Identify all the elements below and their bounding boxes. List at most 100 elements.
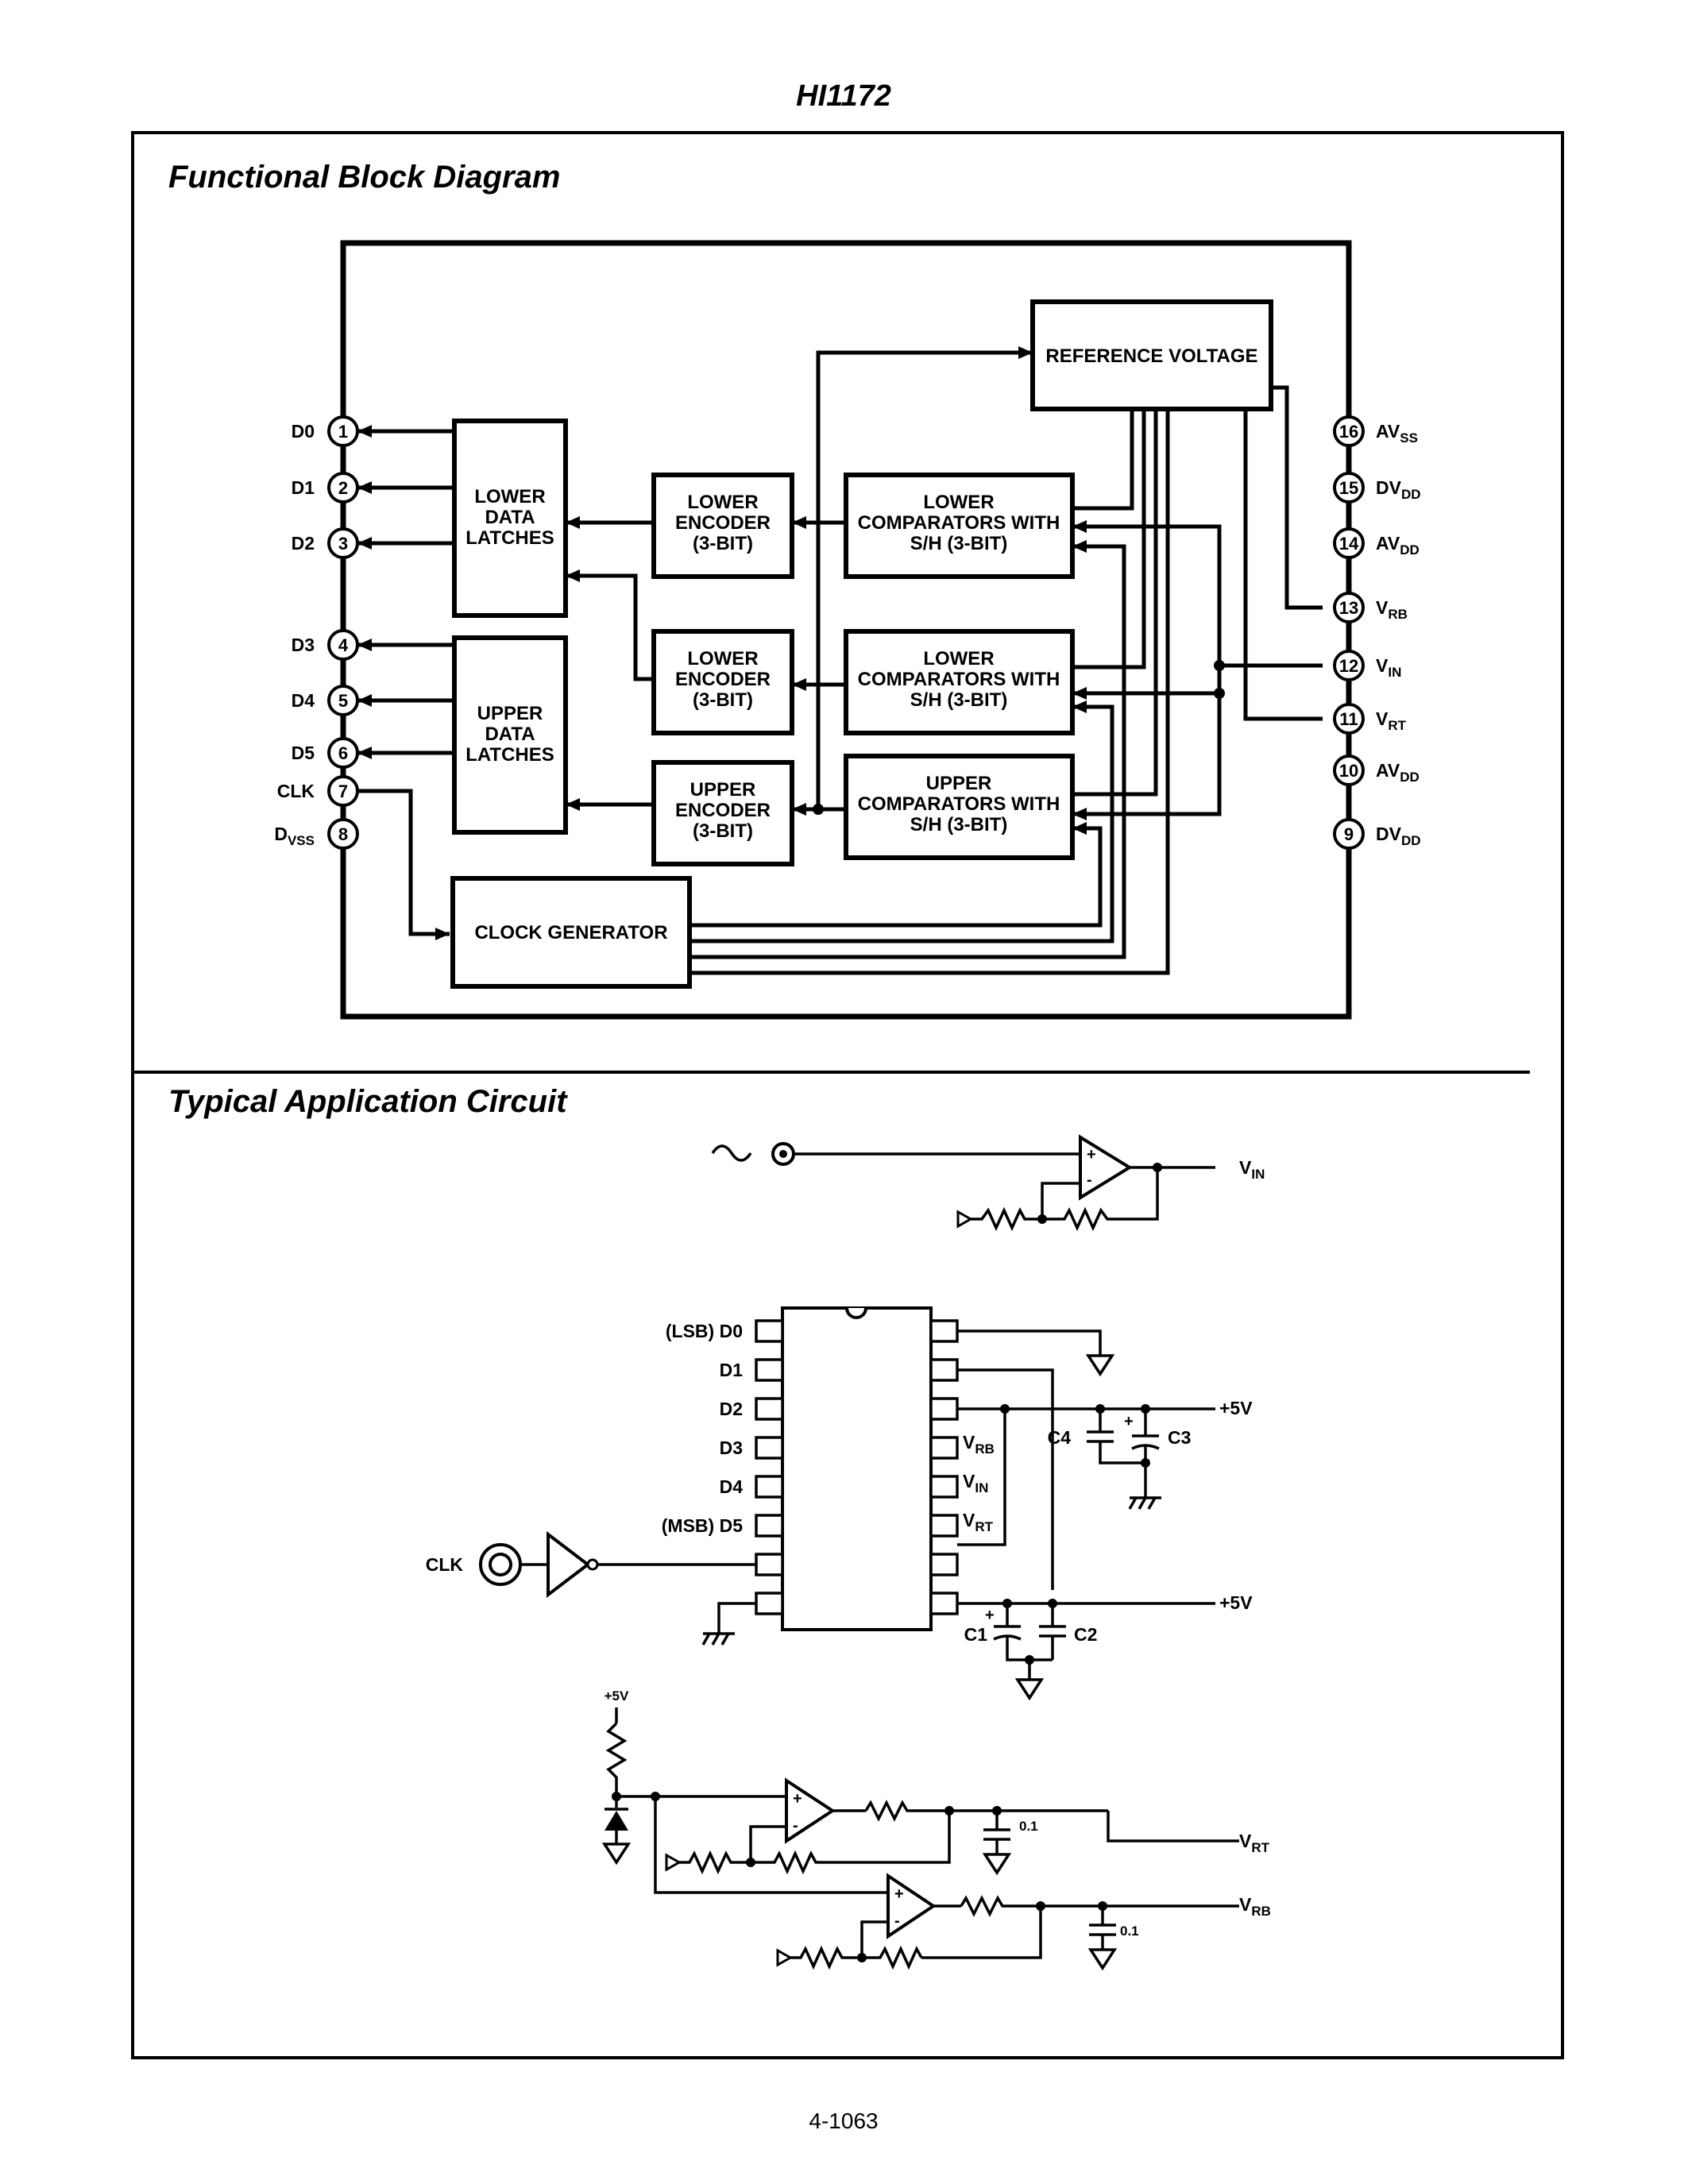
pin-number: 7: [338, 781, 348, 801]
pin-name: VRT: [1376, 708, 1407, 733]
pin-number: 1: [338, 422, 348, 442]
chip-label-vin: VIN: [963, 1471, 988, 1495]
ground-icon: [956, 1210, 974, 1229]
pin-name: DVDD: [1376, 824, 1421, 848]
ground-icon: [776, 1948, 794, 1967]
svg-text:+: +: [985, 1607, 995, 1624]
lower-comparators-2-block: LOWER COMPARATORS WITH S/H (3-BIT): [844, 629, 1075, 735]
upper-encoder-line-3: (3-BIT): [693, 820, 753, 842]
pin-name: DVDD: [1376, 477, 1421, 502]
block-diagram-wiring: [357, 350, 1349, 975]
vrb-output-label: VRB: [1239, 1894, 1271, 1919]
ground-icon: [1085, 1354, 1115, 1377]
lower-data-latches-line-3: LATCHES: [465, 527, 554, 549]
pin-number: 2: [338, 478, 348, 498]
vrt-opamp-icon: [785, 1777, 836, 1844]
cap-label-c3: C3: [1168, 1427, 1191, 1448]
ground-icon: [982, 1853, 1012, 1876]
lower-encoder-2-line-3: (3-BIT): [693, 689, 753, 711]
reference-voltage-label: REFERENCE VOLTAGE: [1045, 345, 1257, 367]
pin-name: AVSS: [1376, 421, 1418, 446]
lower-encoder-1-line-1: LOWER: [687, 492, 758, 513]
pin-14: 14 AVDD: [1333, 527, 1420, 559]
pin-12: 12 VIN: [1333, 650, 1401, 681]
right-pins: 16 AVSS 15 DVDD 14 AVDD 13 VRB 12 VIN 11…: [1333, 415, 1421, 850]
pin-number: 3: [338, 534, 348, 554]
page-title: HI1172: [796, 79, 891, 113]
upper-encoder-line-2: ENCODER: [675, 800, 771, 821]
pin-name: DVSS: [274, 824, 315, 848]
pin-1: 1 D0: [292, 415, 359, 447]
lower-comparators-1-line-1: LOWER: [923, 492, 994, 513]
upper-data-latches-block: UPPER DATA LATCHES: [452, 635, 568, 835]
clock-generator-label: CLOCK GENERATOR: [474, 922, 667, 943]
pin-number: 10: [1339, 761, 1358, 781]
lower-comparators-2-line-2: COMPARATORS WITH: [858, 669, 1060, 690]
opamp-plus-sign: +: [1087, 1146, 1096, 1163]
supply-label-top: +5V: [1219, 1398, 1253, 1418]
input-buffer-circuit: + - VIN: [711, 1134, 1265, 1232]
svg-text:+: +: [894, 1885, 904, 1903]
pin-name: D1: [292, 477, 315, 498]
upper-comparators-block: UPPER COMPARATORS WITH S/H (3-BIT): [844, 754, 1075, 860]
supply-label-bottom: +5V: [1219, 1592, 1253, 1613]
pin-name: CLK: [277, 781, 315, 801]
pin-name: AVDD: [1376, 760, 1420, 785]
upper-encoder-line-1: UPPER: [690, 779, 756, 801]
cap-label-c2: C2: [1074, 1624, 1097, 1645]
upper-data-latches-line-1: UPPER: [477, 703, 543, 724]
chip-label-d5: (MSB) D5: [662, 1515, 743, 1536]
pin-5: 5 D4: [292, 685, 359, 716]
ground-icon: [1087, 1948, 1118, 1971]
pin-3: 3 D2: [292, 527, 359, 559]
upper-comparators-line-3: S/H (3-BIT): [910, 814, 1008, 835]
pin-10: 10 AVDD: [1333, 754, 1420, 786]
chip-wiring: +5V + C4 C3 +5V + C1: [426, 1329, 1253, 1701]
chip-label-d2: D2: [720, 1399, 743, 1419]
adc-ic-package: (LSB) D0 D1 D2 D3 D4 (MSB) D5 VRB VIN VR…: [662, 1306, 995, 1631]
pin-number: 9: [1344, 824, 1354, 844]
lower-encoder-1-block: LOWER ENCODER (3-BIT): [651, 473, 794, 579]
lower-comparators-2-line-3: S/H (3-BIT): [910, 689, 1008, 711]
chip-label-vrt: VRT: [963, 1510, 994, 1534]
vin-output-label: VIN: [1239, 1157, 1265, 1182]
pin-number: 8: [338, 824, 348, 844]
pin-name: VIN: [1376, 655, 1401, 680]
clock-generator-block: CLOCK GENERATOR: [450, 876, 692, 989]
application-circuit-heading: Typical Application Circuit: [168, 1084, 568, 1119]
cap-label-c4: C4: [1048, 1427, 1072, 1448]
lower-encoder-2-block: LOWER ENCODER (3-BIT): [651, 629, 794, 735]
pin-15: 15 DVDD: [1333, 472, 1421, 504]
pin-number: 12: [1339, 656, 1358, 676]
svg-text:-: -: [793, 1817, 798, 1835]
reference-voltage-block: REFERENCE VOLTAGE: [1030, 299, 1273, 411]
chip-label-vrb: VRB: [963, 1432, 995, 1457]
ac-source-icon: [711, 1144, 752, 1162]
pin-number: 13: [1339, 598, 1358, 618]
upper-encoder-block: UPPER ENCODER (3-BIT): [651, 760, 794, 866]
pin-number: 16: [1339, 422, 1358, 442]
lower-comparators-2-line-1: LOWER: [923, 648, 994, 669]
upper-comparators-line-2: COMPARATORS WITH: [858, 793, 1060, 815]
lower-encoder-1-line-3: (3-BIT): [693, 533, 753, 554]
lower-comparators-1-line-3: S/H (3-BIT): [910, 533, 1008, 554]
pin-6: 6 D5: [292, 737, 359, 769]
pin-number: 5: [338, 691, 348, 711]
pin-name: D0: [292, 421, 315, 442]
ground-icon: [601, 1843, 632, 1866]
chip-label-d0: (LSB) D0: [666, 1321, 743, 1341]
pin-name: D4: [292, 690, 315, 711]
upper-data-latches-line-3: LATCHES: [465, 744, 554, 766]
pin-name: D5: [292, 743, 315, 763]
lower-encoder-2-line-2: ENCODER: [675, 669, 771, 690]
lower-comparators-1-line-2: COMPARATORS WITH: [858, 512, 1060, 534]
svg-text:+: +: [793, 1790, 802, 1808]
pin-13: 13 VRB: [1333, 592, 1408, 623]
figure-frame: [131, 131, 1564, 2059]
pin-number: 11: [1339, 709, 1358, 729]
ground-icon: [1014, 1678, 1045, 1701]
pin-name: D3: [292, 635, 315, 655]
chip-label-d1: D1: [720, 1360, 744, 1380]
